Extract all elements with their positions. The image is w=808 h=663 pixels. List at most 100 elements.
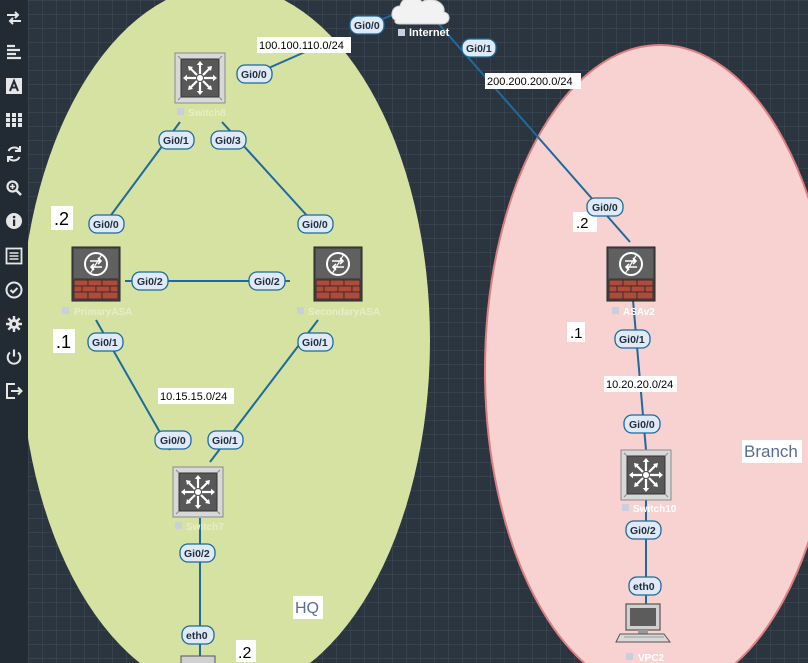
port-badge (210, 130, 247, 150)
network-label: 10.20.20.0/24 (606, 379, 673, 391)
node-status-icon (62, 307, 69, 314)
port-badge (181, 625, 215, 645)
port-badge (625, 520, 662, 540)
internet-node[interactable]: Internet (391, 0, 450, 39)
port-badge (586, 197, 624, 217)
port-label: Gi0/2 (137, 276, 163, 288)
address-label-bg (236, 640, 256, 662)
port-badge (297, 332, 334, 352)
firewall-icon (71, 246, 121, 302)
port-label: Gi0/0 (592, 202, 618, 214)
secondaryasa-label: SecondaryASA (308, 307, 380, 318)
switch-icon (173, 51, 227, 105)
network-label: 10.15.15.0/24 (160, 391, 227, 403)
hq-pc-node[interactable] (180, 655, 216, 663)
vpc2-node[interactable]: VPC2 (615, 603, 671, 663)
port-label: Gi0/2 (254, 276, 280, 288)
primaryasa-node[interactable]: PrimaryASA (62, 246, 132, 318)
port-label: Gi0/1 (212, 435, 238, 447)
address-label: .1 (570, 325, 583, 342)
secondaryasa-node[interactable]: SecondaryASA (297, 246, 380, 318)
primaryasa-label: PrimaryASA (74, 307, 132, 318)
switch8-node[interactable]: Switch8 (173, 51, 227, 119)
branch-zone-label: Branch (744, 442, 798, 461)
port-badge (461, 38, 497, 58)
network-label: 200.200.200.0/24 (487, 76, 573, 88)
pc-icon (615, 603, 671, 643)
port-label: Gi0/1 (302, 337, 328, 349)
address-label: .2 (576, 215, 589, 232)
switch10-label: Switch10 (633, 504, 677, 515)
network-label-bg (158, 388, 234, 404)
hq-zone-label: HQ (295, 600, 319, 617)
switch7-node[interactable]: Switch7 (171, 465, 225, 533)
left-toolbar (0, 0, 28, 663)
grid-icon[interactable] (4, 110, 24, 130)
network-label-bg (257, 37, 351, 53)
port-badge (297, 214, 334, 234)
port-badge (158, 130, 195, 150)
asav2-node[interactable]: ASAv2 (606, 246, 656, 318)
align-left-icon[interactable] (4, 42, 24, 62)
port-badge (207, 430, 244, 450)
address-label-bg (573, 212, 597, 232)
settings-icon[interactable] (4, 314, 24, 334)
zone-label-bg (293, 596, 323, 619)
node-status-icon (297, 307, 304, 314)
port-label: Gi0/0 (354, 20, 380, 32)
port-badge (349, 15, 385, 35)
firewall-icon (313, 246, 363, 302)
port-label: Gi0/2 (630, 525, 656, 537)
address-label-bg (567, 322, 585, 342)
internet-label: Internet (409, 27, 450, 39)
port-label: Gi0/1 (163, 135, 189, 147)
node-status-icon (612, 307, 619, 314)
address-label-bg (53, 329, 75, 353)
port-badge (628, 576, 662, 596)
switch10-node[interactable]: Switch10 (619, 448, 677, 515)
port-label: eth0 (633, 581, 655, 593)
network-label-bg (485, 73, 581, 89)
node-status-icon (175, 522, 182, 529)
check-circle-icon[interactable] (4, 280, 24, 300)
hq-zone (20, 0, 430, 663)
node-status-icon (177, 108, 184, 115)
vpc2-label: VPC2 (638, 653, 665, 663)
zone-label-bg (742, 440, 802, 463)
logout-icon[interactable] (4, 381, 24, 401)
zoom-icon[interactable] (4, 178, 24, 198)
port-label: Gi0/0 (93, 219, 119, 231)
address-label: .1 (56, 332, 71, 352)
node-status-icon (622, 504, 629, 511)
port-badge (236, 64, 273, 84)
switch-icon (619, 448, 673, 502)
port-label: Gi0/2 (184, 548, 210, 560)
port-badge (87, 332, 124, 352)
switch7-label: Switch7 (186, 522, 224, 533)
address-label: .2 (54, 209, 69, 229)
port-label: Gi0/1 (92, 337, 118, 349)
list-icon[interactable] (4, 246, 24, 266)
port-label: Gi0/1 (466, 43, 492, 55)
port-label: Gi0/3 (215, 135, 241, 147)
text-a-icon[interactable] (4, 76, 24, 96)
info-icon[interactable] (4, 211, 24, 231)
port-badge (179, 543, 216, 563)
refresh-icon[interactable] (4, 144, 24, 164)
asav2-label: ASAv2 (623, 307, 655, 318)
port-badge (248, 271, 286, 291)
port-label: Gi0/0 (160, 435, 186, 447)
port-badge (131, 271, 169, 291)
node-status-icon (398, 29, 405, 36)
address-label: .2 (238, 645, 251, 662)
swap-arrows-icon[interactable] (4, 8, 24, 28)
port-label: Gi0/0 (302, 219, 328, 231)
power-icon[interactable] (4, 347, 24, 367)
branch-zone (484, 44, 808, 663)
switch8-label: Switch8 (188, 108, 226, 119)
port-badge (88, 214, 125, 234)
port-badge (154, 430, 192, 450)
switch-icon (171, 465, 225, 519)
network-label-bg (604, 376, 677, 392)
